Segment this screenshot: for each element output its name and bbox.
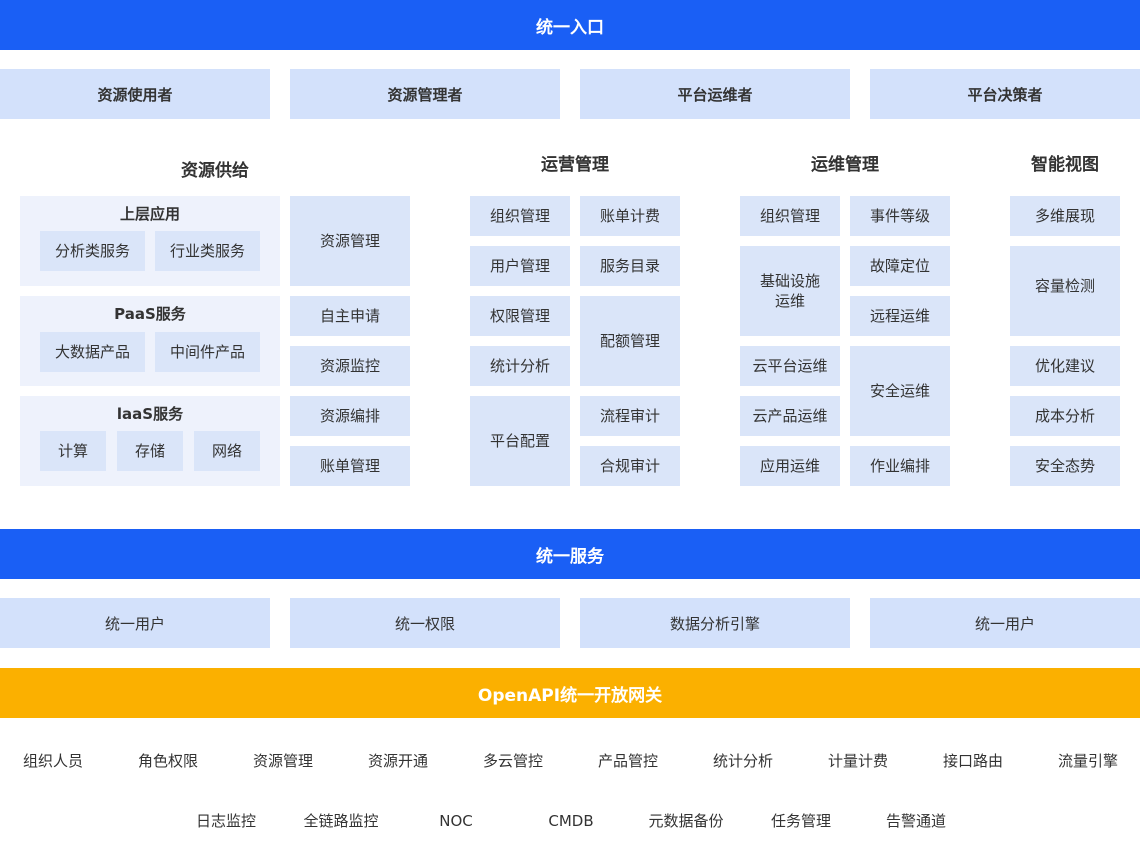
view-optimize: 优化建议	[1010, 346, 1120, 386]
gateway-capability: 流量引擎	[1057, 752, 1118, 770]
section-title-ops-mgmt: 运营管理	[541, 155, 609, 175]
group-title: PaaS服务	[114, 305, 186, 323]
maint-event-level: 事件等级	[850, 196, 950, 236]
view-multi-dim: 多维展现	[1010, 196, 1120, 236]
maint-infra-ops: 基础设施运维	[740, 246, 840, 336]
openapi-gateway-title: OpenAPI统一开放网关	[477, 685, 663, 706]
gateway-capability: 统计分析	[712, 752, 773, 770]
group-title: 上层应用	[119, 205, 180, 223]
unified-service-bar: 统一服务	[0, 529, 1140, 579]
item-bigdata-product: 大数据产品	[40, 332, 145, 372]
service-data-engine: 数据分析引擎	[580, 598, 850, 648]
maint-app-ops: 应用运维	[740, 446, 840, 486]
section-title-maint: 运维管理	[811, 155, 879, 175]
view-capacity-detect: 容量检测	[1010, 246, 1120, 336]
maint-cloud-platform-ops: 云平台运维	[740, 346, 840, 386]
gateway-capability: NOC	[439, 812, 473, 830]
group-paas: PaaS服务 大数据产品 中间件产品	[20, 296, 280, 386]
role-resource-manager: 资源管理者	[290, 69, 560, 119]
service-unified-permission: 统一权限	[290, 598, 560, 648]
supply-resource-monitor: 资源监控	[290, 346, 410, 386]
item-industry-service: 行业类服务	[155, 231, 260, 271]
service-unified-user-2: 统一用户	[870, 598, 1140, 648]
unified-entry-title: 统一入口	[536, 17, 604, 38]
group-upper-apps: 上层应用 分析类服务 行业类服务	[20, 196, 280, 286]
supply-resource-mgmt: 资源管理	[290, 196, 410, 286]
gateway-capability: 多云管控	[482, 752, 543, 770]
gateway-capability: 任务管理	[770, 812, 831, 830]
group-title: laaS服务	[116, 405, 184, 423]
ops-statistics: 统计分析	[470, 346, 570, 386]
gateway-capability: 角色权限	[137, 752, 198, 770]
item-middleware-product: 中间件产品	[155, 332, 260, 372]
view-security-posture: 安全态势	[1010, 446, 1120, 486]
supply-resource-orchestration: 资源编排	[290, 396, 410, 436]
role-label: 平台决策者	[967, 85, 1043, 104]
maint-security-ops: 安全运维	[850, 346, 950, 436]
unified-entry-bar: 统一入口	[0, 0, 1140, 50]
item-analysis-service: 分析类服务	[40, 231, 145, 271]
gateway-capability: 元数据备份	[648, 812, 724, 830]
maint-cloud-product-ops: 云产品运维	[740, 396, 840, 436]
unified-service-title: 统一服务	[536, 546, 604, 567]
gateway-capability: 资源开通	[367, 752, 428, 770]
supply-billing-mgmt: 账单管理	[290, 446, 410, 486]
view-cost-analysis: 成本分析	[1010, 396, 1120, 436]
gateway-capability: 资源管理	[252, 752, 313, 770]
gateway-capability: 日志监控	[195, 812, 256, 830]
ops-org-mgmt: 组织管理	[470, 196, 570, 236]
role-label: 资源管理者	[387, 85, 463, 104]
role-label: 平台运维者	[677, 85, 753, 104]
ops-platform-config: 平台配置	[470, 396, 570, 486]
group-iaas: laaS服务 计算 存储 网络	[20, 396, 280, 486]
gateway-capability: 组织人员	[22, 752, 83, 770]
gateway-capability: 接口路由	[942, 752, 1003, 770]
gateway-capability: CMDB	[548, 812, 594, 830]
gateway-capability: 计量计费	[827, 752, 888, 770]
gateway-capability: 全链路监控	[303, 812, 379, 830]
item-network: 网络	[194, 431, 260, 471]
openapi-gateway-bar: OpenAPI统一开放网关	[0, 668, 1140, 718]
maint-fault-locate: 故障定位	[850, 246, 950, 286]
ops-compliance-audit: 合规审计	[580, 446, 680, 486]
ops-user-mgmt: 用户管理	[470, 246, 570, 286]
ops-service-catalog: 服务目录	[580, 246, 680, 286]
supply-self-apply: 自主申请	[290, 296, 410, 336]
item-storage: 存储	[117, 431, 183, 471]
section-title-supply: 资源供给	[181, 161, 249, 181]
role-label: 资源使用者	[97, 85, 173, 104]
service-unified-user: 统一用户	[0, 598, 270, 648]
role-resource-user: 资源使用者	[0, 69, 270, 119]
role-platform-decider: 平台决策者	[870, 69, 1140, 119]
gateway-capability: 告警通道	[885, 812, 946, 830]
gateway-capability: 产品管控	[597, 752, 658, 770]
maint-remote-ops: 远程运维	[850, 296, 950, 336]
ops-process-audit: 流程审计	[580, 396, 680, 436]
ops-quota-mgmt: 配额管理	[580, 296, 680, 386]
role-platform-operator: 平台运维者	[580, 69, 850, 119]
ops-billing: 账单计费	[580, 196, 680, 236]
section-title-view: 智能视图	[1031, 155, 1099, 175]
ops-permission-mgmt: 权限管理	[470, 296, 570, 336]
maint-org-mgmt: 组织管理	[740, 196, 840, 236]
maint-job-orchestration: 作业编排	[850, 446, 950, 486]
item-compute: 计算	[40, 431, 106, 471]
